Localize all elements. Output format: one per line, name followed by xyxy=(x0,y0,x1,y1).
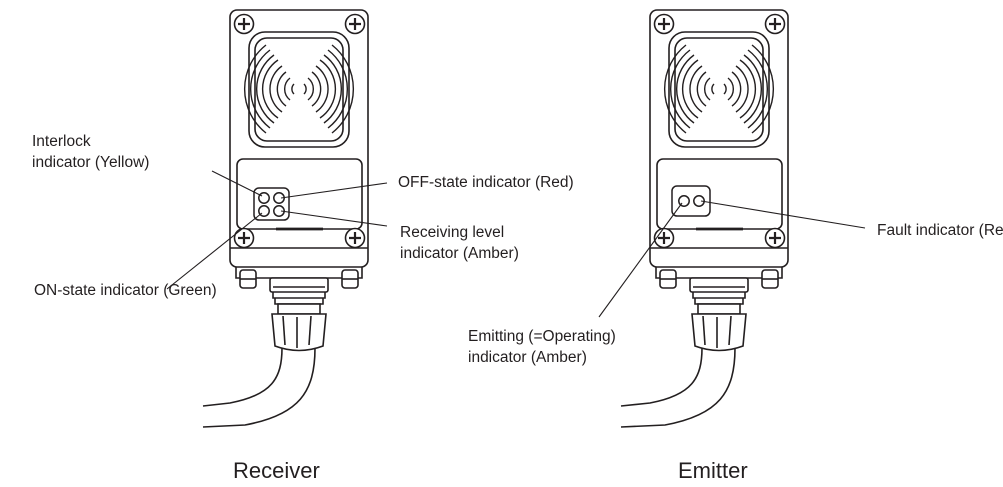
interlock-label-line1: Interlock xyxy=(32,133,91,150)
screw-icon xyxy=(653,13,675,35)
screw-icon xyxy=(233,13,255,35)
emitter-caption: Emitter xyxy=(678,458,748,483)
fault-indicator-label: Fault indicator (Red) xyxy=(877,222,1003,239)
off-state-indicator-label: OFF-state indicator (Red) xyxy=(398,174,574,191)
emitting-indicator-label: Emitting (=Operating) indicator (Amber) xyxy=(468,326,616,368)
screw-icon xyxy=(344,227,366,249)
leader-interlock xyxy=(211,170,263,197)
receiving-level-indicator-label: Receiving level indicator (Amber) xyxy=(400,222,519,264)
emitter-leader-lines xyxy=(598,200,866,318)
receiving-level-label-line1: Receiving level xyxy=(400,224,505,241)
screw-icon xyxy=(344,13,366,35)
leader-emitting xyxy=(598,202,683,318)
emitting-label-line1: Emitting (=Operating) xyxy=(468,328,616,345)
leader-receiving-level xyxy=(280,210,388,227)
interlock-led-icon xyxy=(258,192,270,204)
leader-off-state xyxy=(280,182,388,199)
screw-icon xyxy=(653,227,675,249)
emitting-label-line2: indicator (Amber) xyxy=(468,349,587,366)
interlock-label-line2: indicator (Yellow) xyxy=(32,154,150,171)
receiver-caption: Receiver xyxy=(233,458,320,483)
leader-on-state xyxy=(166,212,263,290)
screw-icon xyxy=(764,13,786,35)
interlock-indicator-label: Interlock indicator (Yellow) xyxy=(32,131,149,173)
screw-icon xyxy=(233,227,255,249)
screw-icon xyxy=(764,227,786,249)
receiving-level-label-line2: indicator (Amber) xyxy=(400,245,519,262)
on-state-indicator-label: ON-state indicator (Green) xyxy=(34,282,217,299)
leader-fault xyxy=(700,200,866,229)
receiver-leader-lines xyxy=(166,170,388,290)
